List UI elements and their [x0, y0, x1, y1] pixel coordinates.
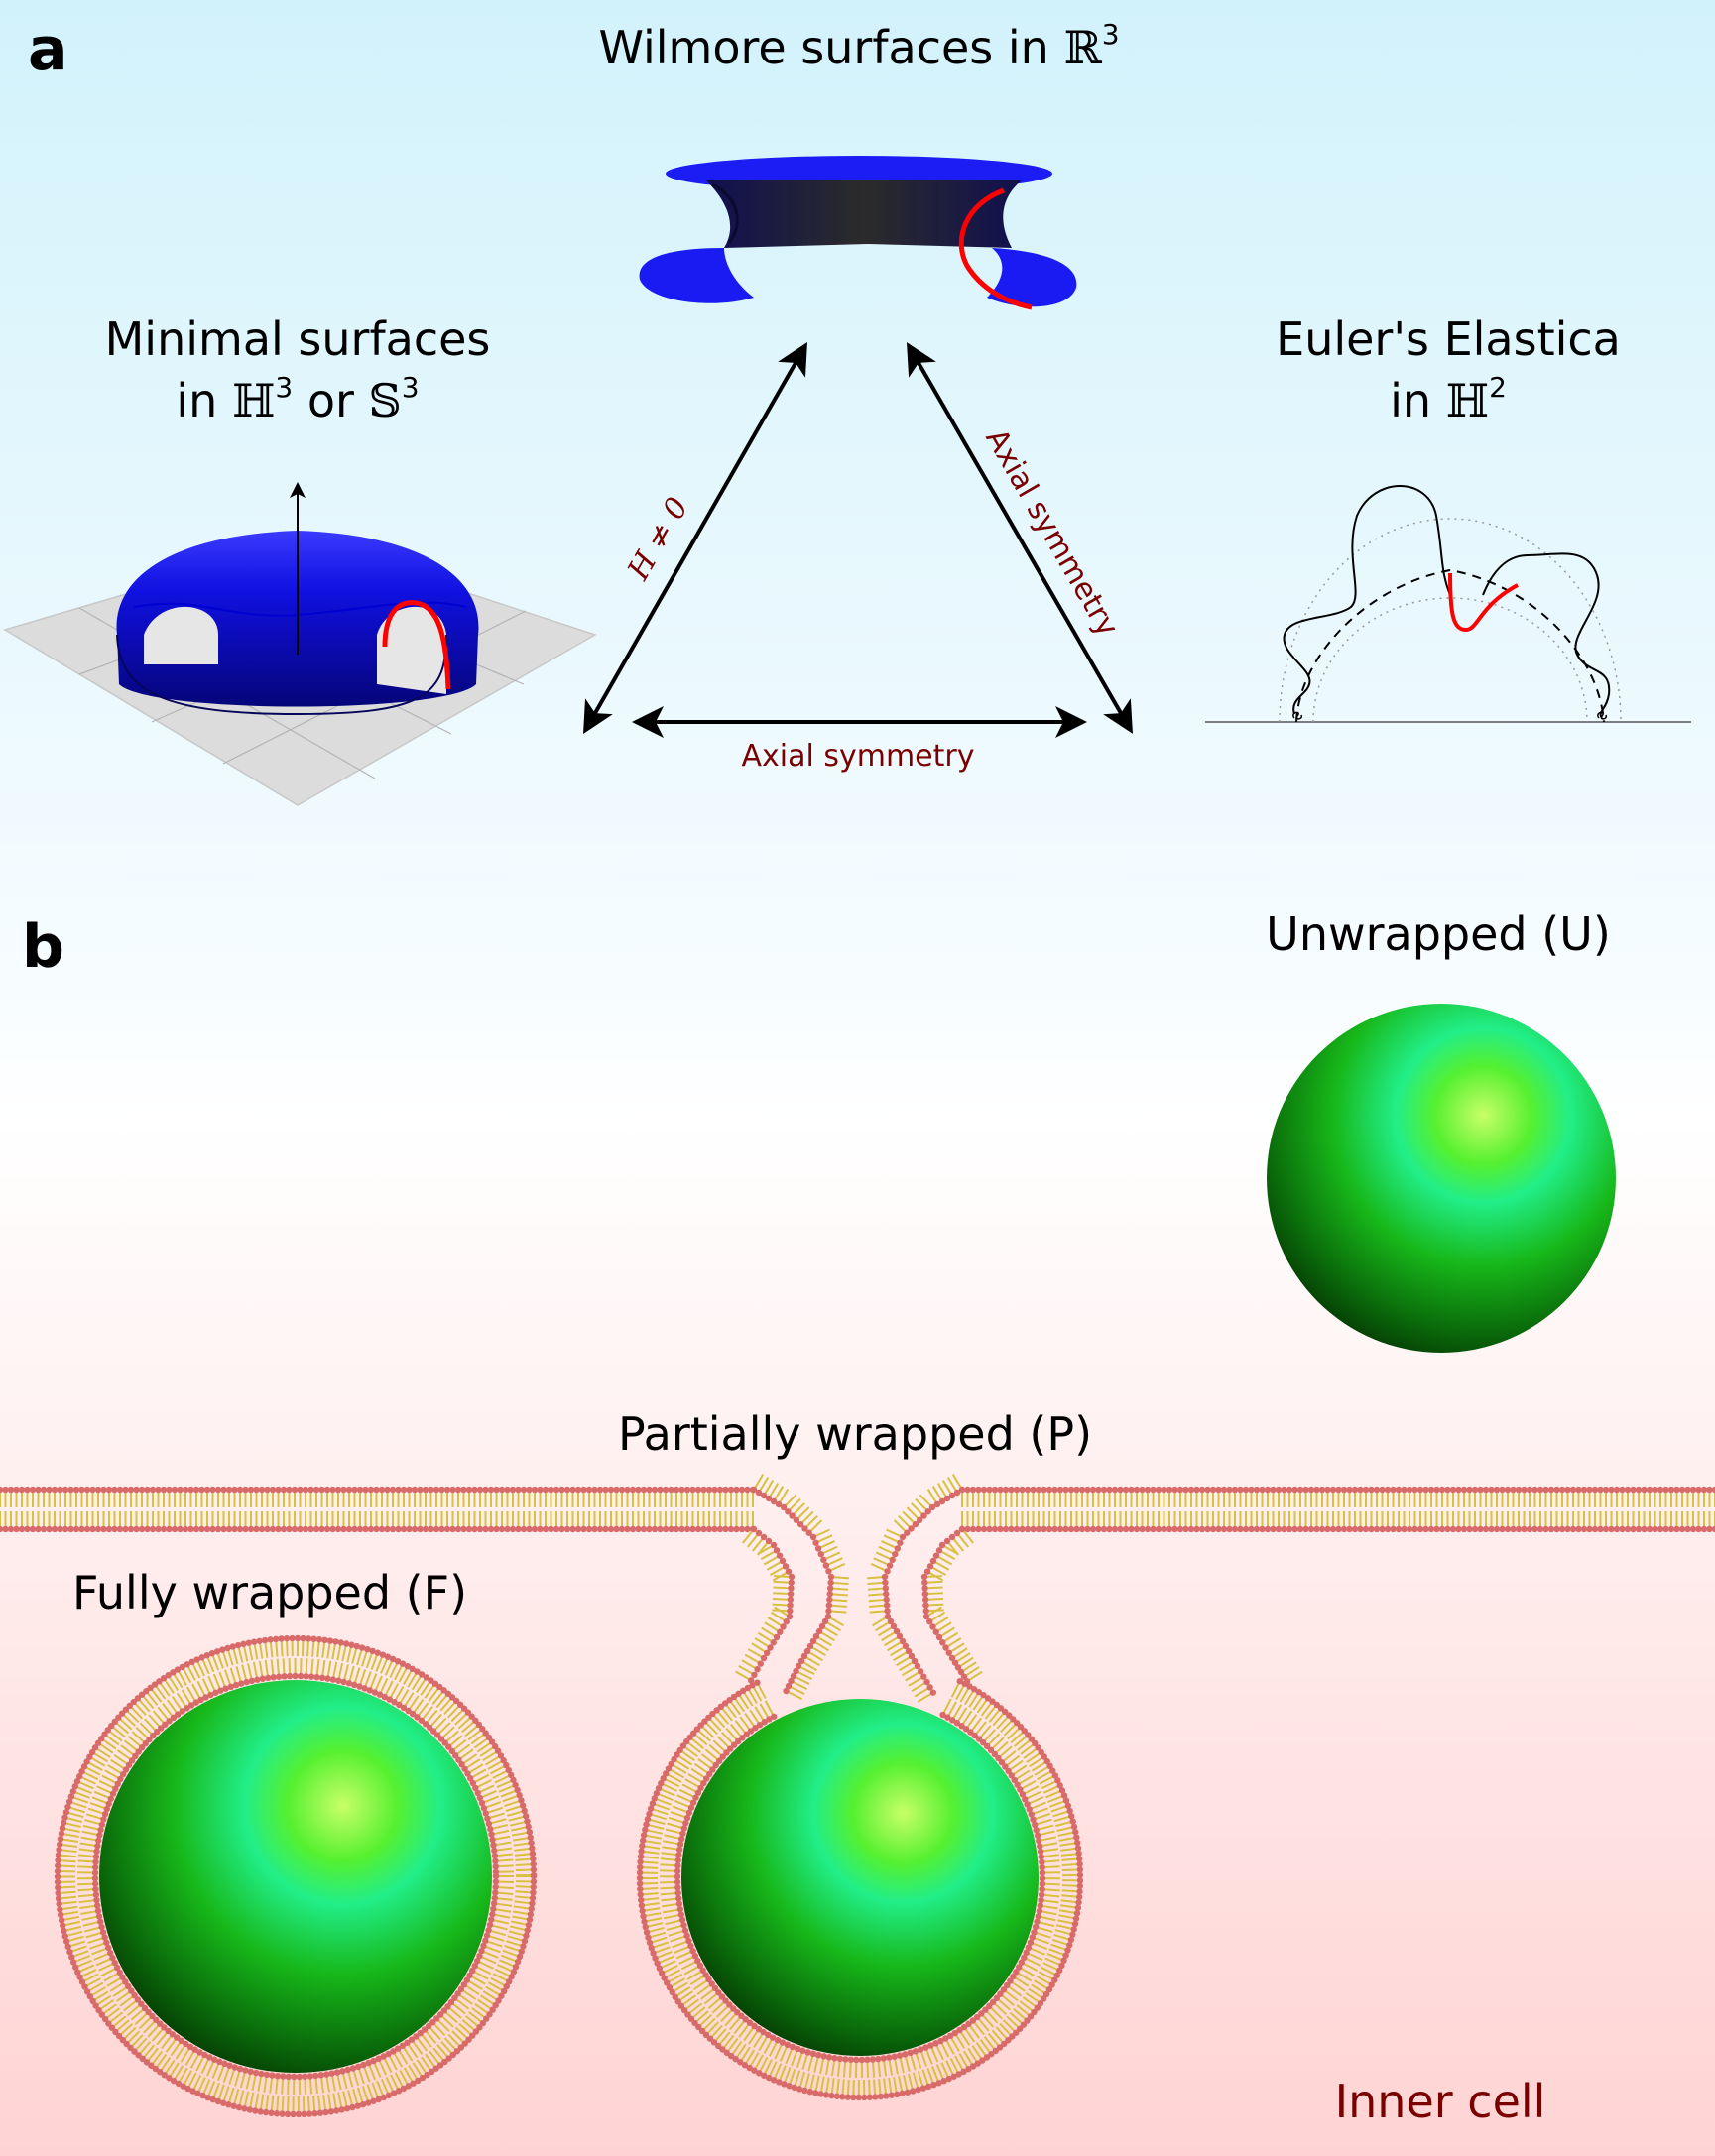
wilmore-surface-illustration — [639, 156, 1077, 310]
lipid-membrane — [0, 1474, 1715, 2118]
euler-title-line2: in ℍ2 — [1390, 371, 1507, 427]
minimal-red-curve — [382, 600, 451, 690]
arrow-bottom-label: Axial symmetry — [741, 739, 974, 774]
fully-label: Fully wrapped (F) — [72, 1566, 467, 1619]
wilmore-red-curve — [958, 187, 1033, 310]
minimal-title-line1: Minimal surfaces — [105, 312, 491, 366]
fully-wrapped-sphere — [99, 1680, 492, 2073]
minimal-title-line2: in ℍ3 or 𝕊3 — [176, 371, 419, 427]
inner-cell-label: Inner cell — [1335, 2075, 1546, 2128]
elastica-illustration — [1205, 485, 1691, 723]
panel-b-label: b — [22, 912, 64, 982]
wilmore-title: Wilmore surfaces in ℝ3 — [598, 18, 1119, 74]
arrow-triangle — [583, 342, 1134, 738]
euler-title-line1: Euler's Elastica — [1276, 312, 1621, 366]
partially-wrapped-sphere — [681, 1699, 1039, 2056]
unwrapped-label: Unwrapped (U) — [1266, 907, 1611, 961]
elastica-red-curve — [1448, 572, 1519, 633]
partially-label: Partially wrapped (P) — [618, 1407, 1092, 1461]
unwrapped-sphere — [1267, 1004, 1616, 1353]
minimal-surface-illustration — [3, 482, 597, 806]
arrow-right — [906, 342, 1134, 734]
panel-a-label: a — [28, 15, 68, 84]
arrow-left — [583, 342, 807, 734]
